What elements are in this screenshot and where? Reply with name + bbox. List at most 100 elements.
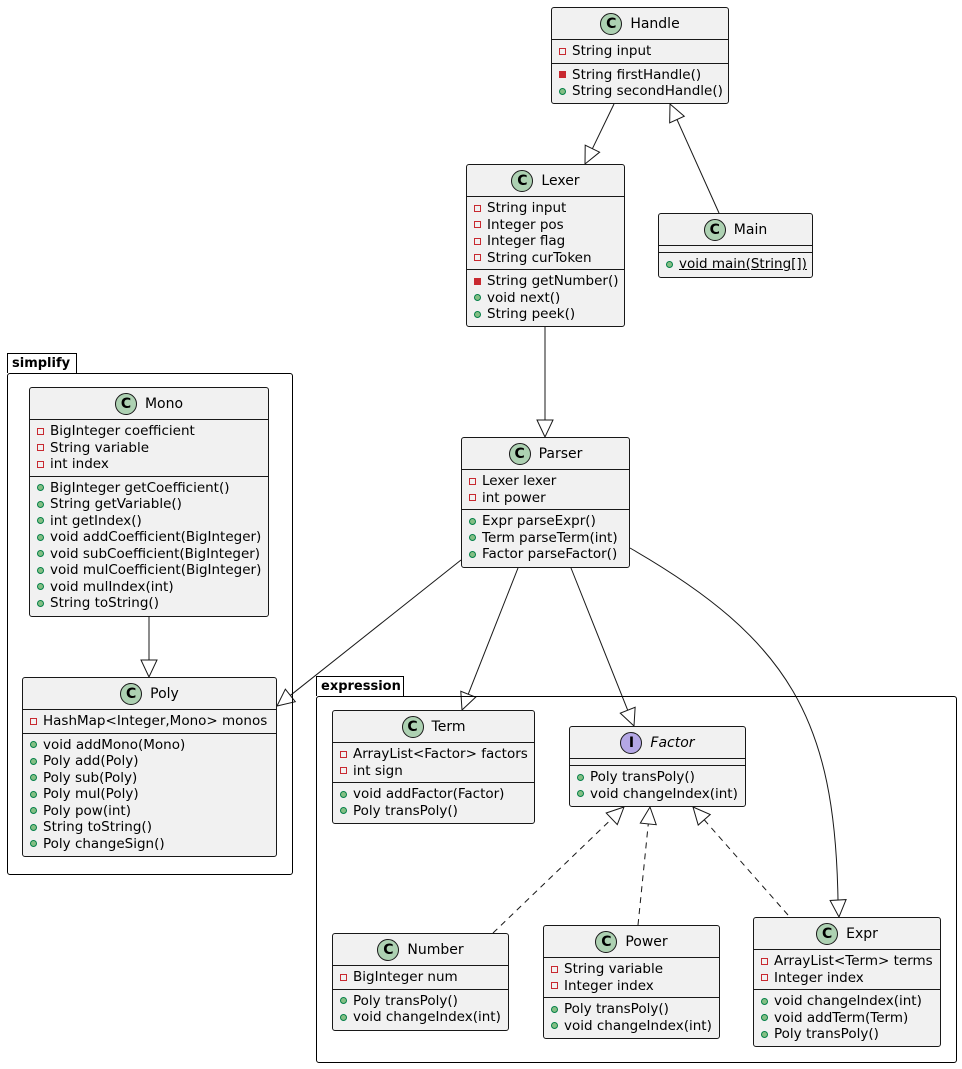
method: Poly transPoly()	[333, 993, 508, 1010]
member-text: Poly add(Poly)	[43, 753, 139, 770]
method: String toString()	[23, 819, 276, 836]
member-text: Integer pos	[487, 216, 564, 233]
method: void addMono(Mono)	[23, 737, 276, 754]
public-visibility-icon	[37, 533, 44, 541]
private-visibility-icon	[761, 957, 768, 965]
class-name: Mono	[144, 395, 184, 412]
inheritance-arrowhead-icon	[639, 805, 657, 826]
inheritance-arrowhead-icon	[669, 102, 686, 124]
methods-section: Expr parseExpr()Term parseTerm(int)Facto…	[462, 510, 629, 566]
fields-section	[659, 246, 812, 253]
member-text: String curToken	[487, 249, 592, 266]
inheritance-arrowhead-icon	[619, 706, 636, 728]
member-text: void changeIndex(int)	[564, 1017, 712, 1034]
member-text: Poly transPoly()	[590, 769, 695, 786]
public-visibility-icon	[551, 1022, 558, 1030]
relation-lexer-to-parser	[536, 327, 554, 439]
relation-expr-to-factor	[692, 806, 789, 916]
member-text: ArrayList<Factor> factors	[353, 746, 528, 763]
public-visibility-icon	[37, 484, 44, 492]
method: String secondHandle()	[552, 83, 728, 100]
fields-section	[570, 759, 745, 766]
member-text: String getNumber()	[487, 273, 619, 290]
relation-line	[467, 567, 519, 695]
member-text: Poly transPoly()	[774, 1026, 879, 1043]
class-badge-icon: C	[401, 715, 424, 738]
member-text: Poly transPoly()	[564, 1001, 669, 1018]
public-visibility-icon	[37, 500, 44, 508]
relation-line	[629, 547, 839, 901]
member-text: Factor parseFactor()	[482, 546, 618, 563]
member-text: BigInteger num	[353, 969, 458, 986]
member-text: String firstHandle()	[572, 66, 702, 83]
relation-power-to-factor	[637, 805, 657, 926]
package-tab: simplify	[7, 353, 77, 373]
public-visibility-icon	[30, 757, 37, 765]
private-visibility-icon	[551, 965, 558, 973]
field: Lexer lexer	[462, 473, 629, 490]
method: void subCoefficient(BigInteger)	[30, 546, 268, 563]
member-text: int power	[482, 489, 546, 506]
class-name: Main	[733, 221, 768, 238]
method: void next()	[467, 290, 624, 307]
public-visibility-icon	[30, 840, 37, 848]
member-text: void changeIndex(int)	[774, 993, 922, 1010]
class-badge-icon: C	[600, 12, 623, 35]
public-visibility-icon	[761, 1030, 768, 1038]
public-visibility-icon	[469, 517, 476, 525]
public-visibility-icon	[340, 997, 347, 1005]
public-visibility-icon	[37, 566, 44, 574]
field: Integer flag	[467, 233, 624, 250]
private-visibility-icon	[474, 277, 481, 285]
method: Poly transPoly()	[544, 1001, 719, 1018]
member-text: String getVariable()	[50, 496, 182, 513]
class-name: Factor	[650, 734, 695, 751]
fields-section: BigInteger num	[333, 966, 508, 990]
member-text: Poly changeSign()	[43, 835, 165, 852]
public-visibility-icon	[37, 517, 44, 525]
relation-parser-to-poly	[276, 559, 462, 707]
public-visibility-icon	[474, 310, 481, 318]
public-visibility-icon	[469, 534, 476, 542]
member-text: void mulCoefficient(BigInteger)	[50, 562, 262, 579]
inheritance-arrowhead-icon	[605, 806, 625, 826]
field: BigInteger coefficient	[30, 423, 268, 440]
member-text: String input	[487, 200, 567, 217]
class-badge-icon: C	[508, 442, 531, 465]
relation-line	[591, 103, 615, 149]
field: int sign	[333, 763, 534, 780]
member-text: void addMono(Mono)	[43, 736, 186, 753]
public-visibility-icon	[469, 550, 476, 558]
method: Poly pow(int)	[23, 803, 276, 820]
methods-section: String getNumber()void next()String peek…	[467, 270, 624, 326]
inheritance-arrowhead-icon	[829, 899, 847, 919]
member-text: String variable	[564, 961, 664, 978]
relation-parser-to-factor	[570, 567, 636, 728]
private-visibility-icon	[30, 717, 37, 725]
public-visibility-icon	[30, 774, 37, 782]
private-visibility-icon	[474, 254, 481, 262]
method: String getVariable()	[30, 496, 268, 513]
class-badge-icon: C	[816, 922, 839, 945]
method: void addCoefficient(BigInteger)	[30, 529, 268, 546]
